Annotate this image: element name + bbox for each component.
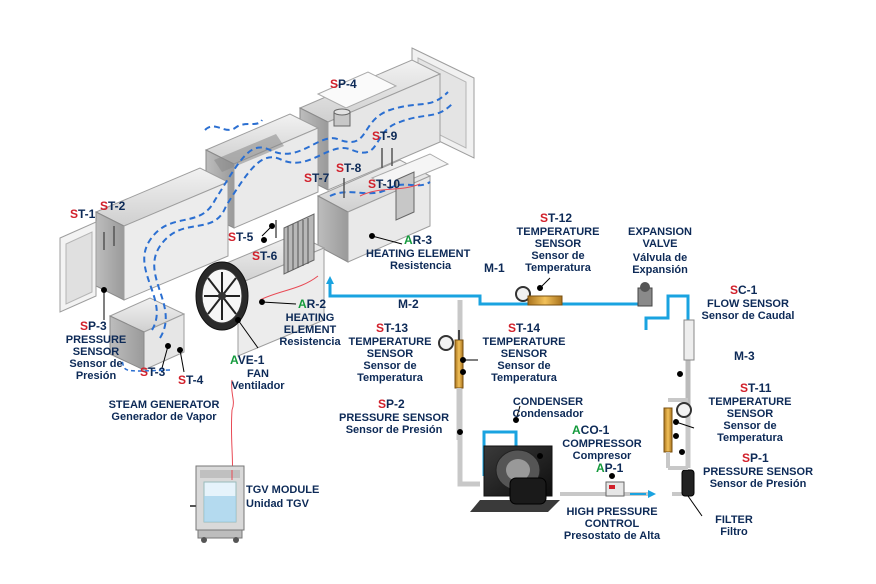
ar2-label-en2: ELEMENT <box>283 324 337 336</box>
exp-label-es2: Expansión <box>632 264 688 276</box>
st12-label-en2: SENSOR <box>534 238 582 250</box>
aco1-label-en: COMPRESSOR <box>562 438 642 450</box>
tag-st12: ST-12 <box>540 211 573 225</box>
tgv-label-en: TGV MODULE <box>246 484 320 496</box>
ave1-label-en: FAN <box>247 368 269 380</box>
st11-label-en1: TEMPERATURE <box>708 396 792 408</box>
sp2-label-en: PRESSURE SENSOR <box>338 412 450 424</box>
tag-sc1: SC-1 <box>730 283 758 297</box>
st14-label-en1: TEMPERATURE <box>482 336 566 348</box>
tag-st14: ST-14 <box>508 321 541 335</box>
manometer-icon <box>438 286 692 418</box>
st14-label-en2: SENSOR <box>500 348 548 360</box>
circuit-leaders <box>457 277 695 479</box>
tag-ar2: AR-2 <box>298 297 327 311</box>
sp3-label-en2: SENSOR <box>72 346 120 358</box>
st11-label-es1: Sensor de <box>723 420 777 432</box>
thermometer-icon <box>333 108 351 127</box>
tag-sp4: SP-4 <box>330 77 357 91</box>
tag-sp3: SP-3 <box>80 319 107 333</box>
tag-ap1: AP-1 <box>596 461 624 475</box>
sc1-label-en: FLOW SENSOR <box>707 298 789 310</box>
ar2-label-en1: HEATING <box>285 312 335 324</box>
steam-label-es: Generador de Vapor <box>111 411 217 423</box>
sp2-label-es: Sensor de Presión <box>345 424 443 436</box>
condenser-label-en: CONDENSER <box>512 396 584 408</box>
tag-st8: ST-8 <box>336 161 362 175</box>
st14-label-es1: Sensor de <box>497 360 551 372</box>
flowmeter-icon <box>683 319 695 361</box>
air-flow-path <box>143 91 453 339</box>
tag-st3: ST-3 <box>140 365 166 379</box>
tgv-label-es: Unidad TGV <box>246 498 309 510</box>
ar3-label-en: HEATING ELEMENT <box>366 248 471 260</box>
tag-sp1: SP-1 <box>742 451 769 465</box>
filter-label-en: FILTER <box>715 514 753 526</box>
steam-label-en: STEAM GENERATOR <box>108 399 220 411</box>
exp-label-en1: EXPANSION <box>628 226 692 238</box>
sp3-label-es1: Sensor de <box>69 358 123 370</box>
tag-ave1: AVE-1 <box>230 353 265 367</box>
st14-label-es2: Temperatura <box>491 372 557 384</box>
tag-m2: M-2 <box>398 297 419 311</box>
sc1-label-es: Sensor de Caudal <box>701 310 795 322</box>
exp-label-es1: Válvula de <box>632 252 688 264</box>
exp-label-en2: VALVE <box>642 238 678 250</box>
tag-st4: ST-4 <box>178 373 204 387</box>
st12-label-es2: Temperatura <box>525 262 591 274</box>
tag-aco1: ACO-1 <box>572 423 610 437</box>
steam-generator-icon <box>190 465 245 543</box>
st13-label-en2: SENSOR <box>366 348 414 360</box>
ar3-label-es: Resistencia <box>390 260 452 272</box>
st11-label-en2: SENSOR <box>726 408 774 420</box>
sp3-label-es2: Presión <box>75 370 117 382</box>
condenser-label-es: Condensador <box>512 408 584 420</box>
sp1-label-en: PRESSURE SENSOR <box>702 466 814 478</box>
tag-st2: ST-2 <box>100 199 126 213</box>
tag-st9: ST-9 <box>372 129 398 143</box>
st13-label-es2: Temperatura <box>357 372 423 384</box>
tag-ar3: AR-3 <box>404 233 433 247</box>
st12-label-es1: Sensor de <box>531 250 585 262</box>
sp1-label-es: Sensor de Presión <box>709 478 807 490</box>
st13-label-es1: Sensor de <box>363 360 417 372</box>
tag-st11: ST-11 <box>740 381 772 395</box>
filter-icon <box>681 469 695 497</box>
compressor-icon <box>509 477 547 505</box>
fan-icon <box>195 261 249 331</box>
tag-st13: ST-13 <box>376 321 409 335</box>
tag-st5: ST-5 <box>228 230 254 244</box>
leader-lines <box>101 223 403 373</box>
duct-sensor-probes <box>103 148 393 250</box>
tag-st7: ST-7 <box>304 171 330 185</box>
hpc-label-en2: CONTROL <box>584 518 640 530</box>
ave1-label-es: Ventilador <box>231 380 285 392</box>
tag-m1: M-1 <box>484 261 505 275</box>
ar2-label-es: Resistencia <box>279 336 341 348</box>
aco1-label-es: Compresor <box>572 450 632 462</box>
tag-st10: ST-10 <box>368 177 401 191</box>
hpc-label-en1: HIGH PRESSURE <box>566 506 658 518</box>
st12-label-en1: TEMPERATURE <box>516 226 600 238</box>
tag-m3: M-3 <box>734 349 755 363</box>
filter-label-es: Filtro <box>720 526 748 538</box>
tag-st1: ST-1 <box>70 207 96 221</box>
hpc-label-es: Presostato de Alta <box>563 530 661 542</box>
valve-icon <box>637 282 653 307</box>
sp3-label-en1: PRESSURE <box>65 334 127 346</box>
tag-st6: ST-6 <box>252 249 278 263</box>
st11-label-es2: Temperatura <box>717 432 783 444</box>
st13-label-en1: TEMPERATURE <box>348 336 432 348</box>
pressure-switch-icon <box>605 481 625 497</box>
tag-sp2: SP-2 <box>378 397 405 411</box>
